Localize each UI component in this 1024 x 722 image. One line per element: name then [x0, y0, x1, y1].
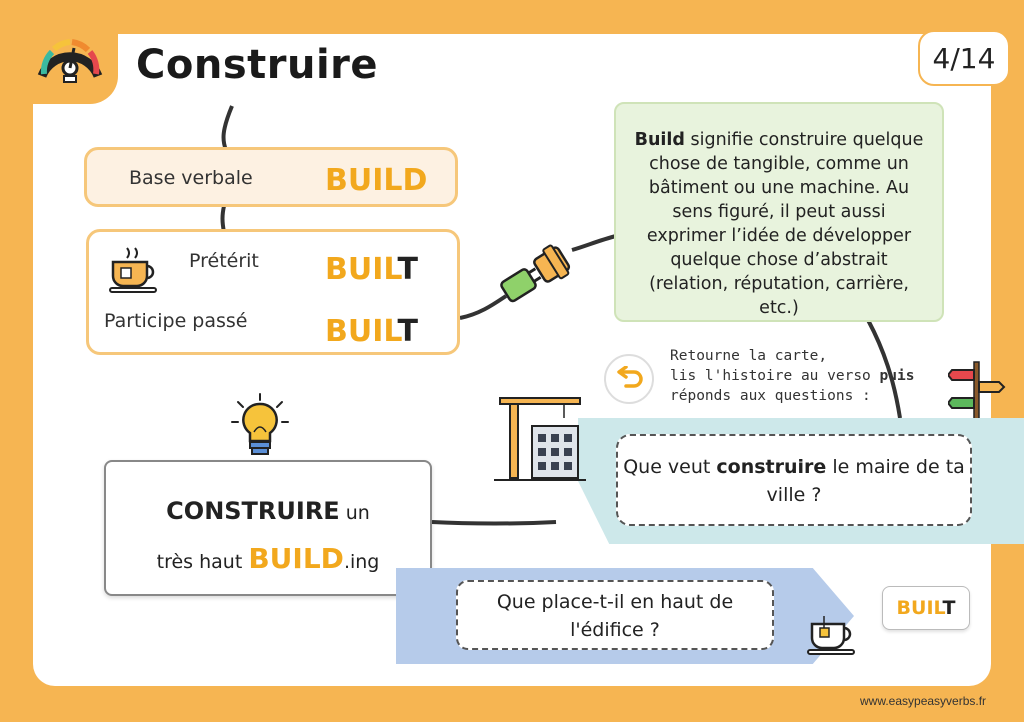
preterit-value: BUILT — [325, 252, 419, 287]
question-2: Que place-t-il en haut de l'édifice ? — [456, 580, 774, 650]
gauge-icon — [37, 39, 103, 83]
answer-card[interactable]: BUILT — [882, 586, 970, 630]
base-form-box: Base verbale BUILD — [84, 147, 458, 207]
past-forms-box: Prétérit BUILT Participe passé BUILT — [86, 229, 460, 355]
page-indicator: 4/14 — [918, 30, 1010, 86]
turn-card-icon[interactable] — [604, 354, 654, 404]
crane-building-icon — [494, 397, 586, 481]
base-form-label: Base verbale — [129, 167, 253, 189]
definition-keyword: Build — [634, 130, 685, 150]
tea-cup-icon — [807, 616, 855, 655]
question-1: Que veut construire le maire de ta ville… — [616, 434, 972, 526]
preterit-label: Prétérit — [189, 250, 259, 272]
signpost-icon — [948, 361, 1006, 423]
plug-icon — [500, 244, 571, 303]
mnemonic-box: CONSTRUIRE un très haut BUILD.ing — [104, 460, 432, 596]
participle-value: BUILT — [325, 314, 419, 349]
corner-tab — [0, 0, 118, 104]
page-title: Construire — [136, 42, 379, 88]
definition-text: signifie construire quelque chose de tan… — [646, 130, 924, 318]
participle-label: Participe passé — [104, 310, 248, 332]
tea-cup-icon — [109, 247, 157, 293]
definition-box: Build signifie construire quelque chose … — [614, 102, 944, 322]
lightbulb-icon — [231, 393, 289, 455]
website-footer: www.easypeasyverbs.fr — [860, 694, 987, 708]
instructions: Retourne la carte, lis l'histoire au ver… — [670, 348, 915, 404]
base-form-value: BUILD — [325, 163, 428, 198]
